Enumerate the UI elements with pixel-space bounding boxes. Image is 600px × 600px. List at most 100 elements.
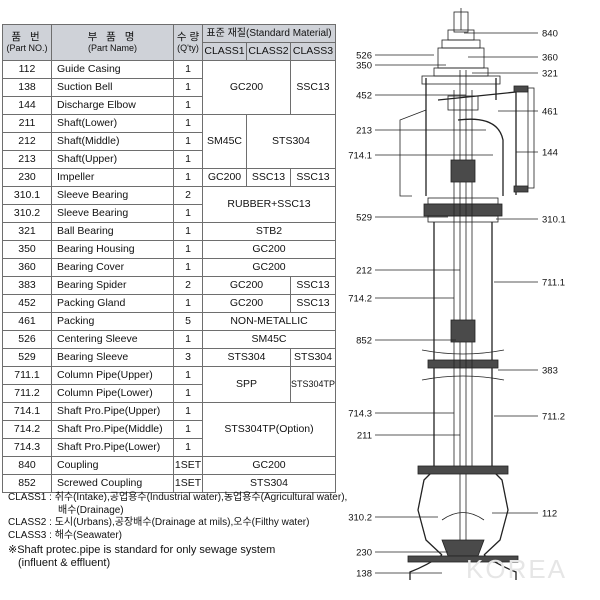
callout-label: 711.2: [542, 412, 565, 423]
part-name-cell: Suction Bell: [51, 78, 174, 97]
part-name-cell: Sleeve Bearing: [51, 186, 174, 205]
material-cell: SM45C: [201, 330, 337, 349]
note-class1-cont: 배수(Drainage): [58, 504, 124, 516]
material-cell: STS304: [245, 114, 337, 169]
callout-label: 321: [542, 69, 558, 80]
header-qty: 수 량 (Q'ty): [173, 24, 203, 61]
part-no-cell: 350: [2, 240, 52, 259]
part-no-cell: 211: [2, 114, 52, 133]
material-cell: SSC13: [289, 168, 337, 187]
part-no-cell: 212: [2, 132, 52, 151]
material-cell: SSC13: [246, 168, 291, 187]
material-cell: STS304: [201, 474, 337, 493]
callout-label: 383: [542, 366, 558, 377]
material-cell: STS304: [289, 348, 337, 367]
pump-cross-section-drawing: 526350452213714.1529212714.2852714.32113…: [348, 8, 567, 584]
parts-table: 품 번 (Part NO.) 부 품 명 (Part Name) 수 량 (Q'…: [2, 24, 337, 493]
callout-leaders: [375, 32, 538, 574]
material-cell: GC200: [201, 456, 337, 475]
part-no-cell: 144: [2, 96, 52, 115]
qty-cell: 1: [173, 114, 203, 133]
callout-labels: 526350452213714.1529212714.2852714.32113…: [348, 29, 566, 580]
part-no-cell: 112: [2, 60, 52, 79]
part-no-cell: 383: [2, 276, 52, 295]
callout-label: 714.1: [348, 151, 372, 162]
qty-cell: 1: [173, 222, 203, 241]
part-no-cell: 714.1: [2, 402, 52, 421]
watermark-text: KOREA: [466, 554, 567, 584]
part-no-cell: 711.1: [2, 366, 52, 385]
callout-label: 711.1: [542, 278, 565, 289]
part-no-cell: 310.1: [2, 186, 52, 205]
part-name-cell: Bearing Spider: [51, 276, 174, 295]
part-name-cell: Column Pipe(Lower): [51, 384, 174, 403]
material-cell: RUBBER+SSC13: [201, 186, 337, 223]
part-name-cell: Ball Bearing: [51, 222, 174, 241]
part-no-cell: 138: [2, 78, 52, 97]
callout-label: 840: [542, 29, 558, 40]
header-part-name: 부 품 명 (Part Name): [51, 24, 174, 61]
part-name-cell: Bearing Sleeve: [51, 348, 174, 367]
footnote-shaft-pipe-cont: (influent & effluent): [18, 556, 111, 569]
part-no-cell: 529: [2, 348, 52, 367]
part-no-cell: 360: [2, 258, 52, 277]
material-cell: SPP: [202, 366, 291, 403]
qty-cell: 1: [173, 150, 203, 169]
material-cell: SSC13: [289, 276, 337, 295]
note-class1: CLASS1 : 취수(Intake),공업용수(Industrial wate…: [8, 492, 348, 503]
material-cell: SSC13: [289, 60, 337, 115]
callout-label: 526: [356, 51, 372, 62]
pump-body: [399, 8, 535, 580]
part-no-cell: 452: [2, 294, 52, 313]
part-no-cell: 310.2: [2, 204, 52, 223]
callout-label: 452: [356, 91, 372, 102]
material-cell: STS304TP: [289, 366, 337, 403]
qty-cell: 1: [173, 384, 203, 403]
header-class1: CLASS1: [202, 42, 247, 61]
callout-label: 350: [356, 61, 372, 72]
qty-cell: 1: [173, 402, 203, 421]
qty-cell: 1SET: [173, 456, 203, 475]
qty-cell: 1: [173, 240, 203, 259]
callout-label: 852: [356, 336, 372, 347]
qty-cell: 2: [173, 276, 203, 295]
part-name-cell: Sleeve Bearing: [51, 204, 174, 223]
qty-cell: 1SET: [173, 474, 203, 493]
part-name-cell: Shaft(Middle): [51, 132, 174, 151]
note-class2: CLASS2 : 도시(Urbans),공장배수(Drainage at mil…: [8, 517, 310, 528]
callout-label: 211: [357, 431, 372, 442]
part-no-cell: 461: [2, 312, 52, 331]
callout-label: 144: [542, 148, 558, 159]
part-no-cell: 526: [2, 330, 52, 349]
part-no-cell: 840: [2, 456, 52, 475]
part-no-cell: 852: [2, 474, 52, 493]
footnote-shaft-pipe: ※Shaft protec.pipe is standard for only …: [8, 544, 276, 556]
part-name-cell: Shaft Pro.Pipe(Lower): [51, 438, 174, 457]
qty-cell: 2: [173, 186, 203, 205]
callout-label: 714.2: [348, 294, 372, 305]
material-cell: GC200: [202, 168, 247, 187]
qty-cell: 1: [173, 438, 203, 457]
part-no-cell: 321: [2, 222, 52, 241]
qty-cell: 1: [173, 132, 203, 151]
qty-cell: 5: [173, 312, 203, 331]
material-cell: GC200: [202, 294, 291, 313]
callout-label: 138: [356, 569, 372, 580]
callout-label: 714.3: [348, 409, 372, 420]
part-name-cell: Column Pipe(Upper): [51, 366, 174, 385]
callout-label: 213: [356, 126, 372, 137]
